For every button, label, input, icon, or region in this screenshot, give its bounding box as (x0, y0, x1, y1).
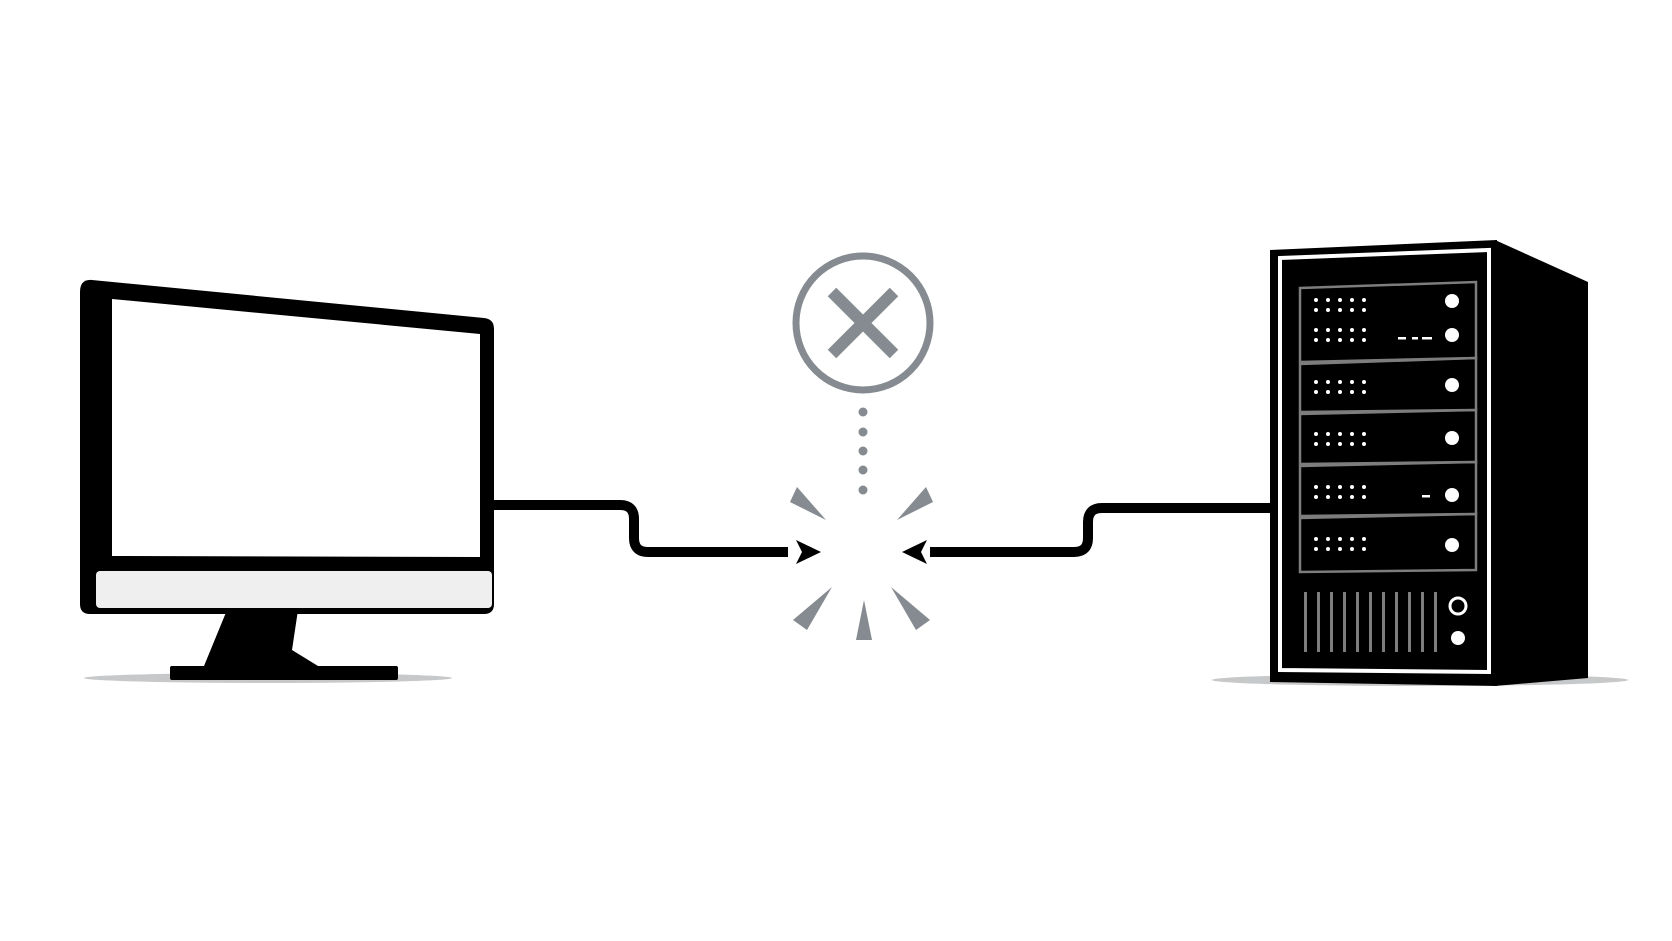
error-connector-dots (858, 407, 868, 495)
server-cable (930, 503, 1272, 557)
monitor-screen (112, 299, 480, 557)
server-aux-button (1451, 631, 1465, 645)
server-front-outline (1278, 247, 1491, 675)
burst-ray-top-right (897, 487, 933, 520)
client-arrowhead (796, 540, 821, 564)
server-side-panel (1495, 240, 1588, 686)
monitor-base (170, 666, 398, 680)
server-vent-slots (1304, 592, 1437, 652)
monitor-chin (96, 571, 492, 608)
server-led-rows (1314, 298, 1366, 551)
server-status-dashes (1398, 337, 1432, 498)
monitor-icon (80, 279, 494, 680)
server-reset-button (1448, 596, 1468, 616)
server-icon (1270, 240, 1588, 686)
server-arrowhead (902, 540, 927, 564)
burst-icon (790, 487, 933, 640)
close-circle-icon (792, 252, 934, 394)
client-cable (494, 500, 788, 557)
burst-ray-bottom (856, 600, 872, 640)
burst-ray-bottom-left (793, 587, 832, 630)
burst-ray-bottom-right (891, 587, 930, 630)
monitor-stand (204, 610, 318, 666)
burst-ray-top-left (790, 487, 826, 520)
server-power-buttons (1445, 294, 1459, 552)
server-rack-units (1298, 280, 1478, 574)
